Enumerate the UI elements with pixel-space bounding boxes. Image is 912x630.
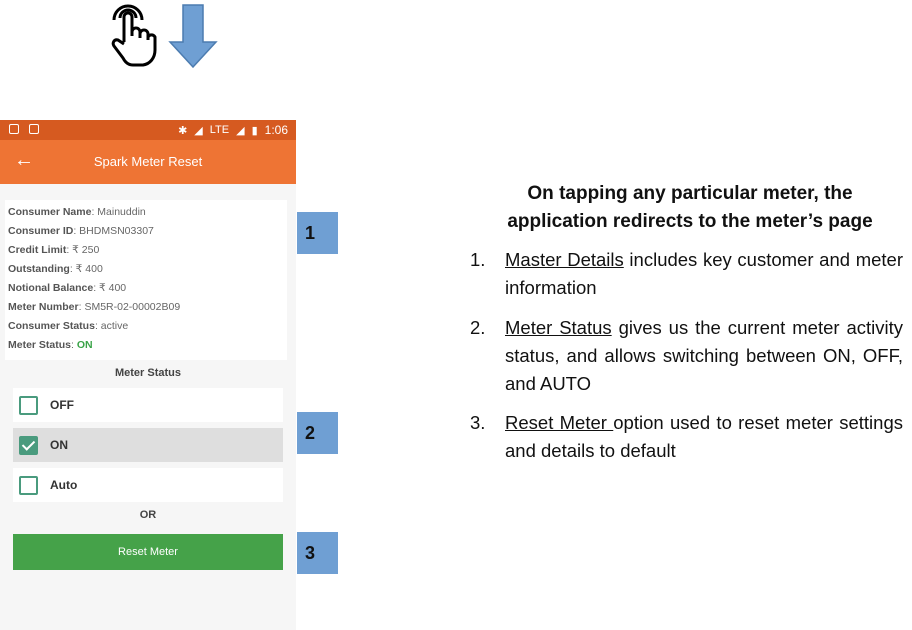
option-auto[interactable]: Auto [13,468,283,502]
option-on[interactable]: ON [13,428,283,462]
description-heading: On tapping any particular meter, the app… [507,183,873,232]
detail-row: Consumer Name: Mainuddin [8,206,146,218]
image-icon [29,124,39,134]
detail-row: Notional Balance: ₹ 400 [8,282,127,294]
detail-row: Meter Status: ON [8,339,93,351]
callout-3: 3 [297,532,338,574]
back-arrow-icon[interactable]: ← [14,149,34,171]
checkbox-on[interactable] [19,435,38,455]
option-off[interactable]: OFF [13,388,283,422]
or-divider: OR [139,509,157,521]
reset-meter-button[interactable]: Reset Meter [13,534,283,570]
down-arrow-icon [168,4,218,68]
status-bar: ✱ ◢ LTE ◢ ▮ 1:06 [0,120,296,140]
detail-row: Outstanding: ₹ 400 [8,263,103,275]
checkbox-off[interactable] [19,395,38,415]
option-label: OFF [50,398,74,412]
master-details-card: Consumer Name: Mainuddin Consumer ID: BH… [5,200,287,360]
signal-icon: ◢ [194,124,203,137]
phone-screen: ✱ ◢ LTE ◢ ▮ 1:06 ← Spark Meter Reset Con… [0,120,296,630]
status-time: 1:06 [264,123,288,137]
option-label: ON [50,438,68,452]
notification-icon [9,124,19,134]
detail-row: Meter Number: SM5R-02-00002B09 [8,301,181,313]
detail-row: Consumer ID: BHDMSN03307 [8,225,154,237]
callout-2: 2 [297,412,338,454]
app-title: Spark Meter Reset [93,154,203,169]
meter-status-value: ON [76,339,93,351]
signal-icon-2: ◢ [236,124,245,137]
bluetooth-icon: ✱ [178,124,188,137]
battery-icon: ▮ [251,124,258,137]
checkbox-auto[interactable] [19,475,38,495]
callout-1: 1 [297,212,338,254]
network-label: LTE [209,124,230,136]
app-bar: ← Spark Meter Reset [0,140,296,184]
detail-row: Credit Limit: ₹ 250 [8,244,100,256]
hand-tap-icon [111,4,157,67]
detail-row: Consumer Status: active [8,320,129,332]
meter-status-title: Meter Status [114,367,182,379]
option-label: Auto [50,478,78,492]
